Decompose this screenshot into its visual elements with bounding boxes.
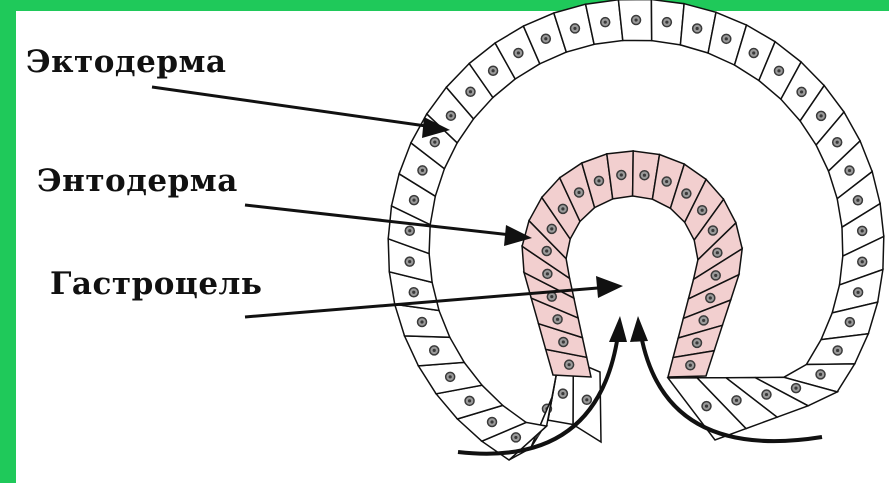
ectoderm-nucleolus: [848, 169, 851, 172]
ectoderm-nucleolus: [819, 373, 822, 376]
endoderm-label: Энтодерма: [37, 163, 238, 199]
ectoderm-nucleolus: [468, 399, 471, 402]
gastrocoel-arrowhead: [596, 276, 623, 298]
ectoderm-nucleolus: [433, 349, 436, 352]
ectoderm-nucleolus: [514, 436, 517, 439]
ectoderm-nucleolus: [861, 260, 864, 263]
ectoderm-nucleolus: [544, 37, 547, 40]
endoderm-nucleolus: [714, 274, 717, 277]
ectoderm-nucleolus: [433, 140, 436, 143]
ectoderm-nucleolus: [848, 320, 851, 323]
ectoderm-nucleolus: [449, 375, 452, 378]
ectoderm-nucleolus: [794, 387, 797, 390]
ectoderm-nucleolus: [408, 260, 411, 263]
ectoderm-nucleolus: [573, 27, 576, 30]
ectoderm-nucleolus: [412, 291, 415, 294]
ectoderm-nucleolus: [725, 37, 728, 40]
ectoderm-nucleolus: [735, 399, 738, 402]
ectoderm-nucleolus: [856, 291, 859, 294]
ectoderm-nucleolus: [856, 199, 859, 202]
endoderm-nucleolus: [577, 191, 580, 194]
gastrocoel-label: Гастроцель: [50, 266, 262, 302]
ectoderm-nucleolus: [861, 229, 864, 232]
endoderm-nucleolus: [695, 341, 698, 344]
ectoderm-label: Эктодерма: [26, 44, 227, 80]
endoderm-nucleolus: [545, 249, 548, 252]
endoderm-nucleolus: [568, 363, 571, 366]
endoderm-nucleolus: [620, 173, 623, 176]
ectoderm-nucleolus: [561, 392, 564, 395]
ectoderm-nucleolus: [836, 141, 839, 144]
ectoderm-nucleolus: [585, 398, 588, 401]
ectoderm-nucleolus: [420, 320, 423, 323]
endoderm-nucleolus: [702, 319, 705, 322]
ectoderm-nucleolus: [777, 69, 780, 72]
left-invagination-arrowhead: [609, 316, 627, 342]
endoderm-nucleolus: [556, 318, 559, 321]
ectoderm-nucleolus: [752, 51, 755, 54]
endoderm-nucleolus: [665, 180, 668, 183]
ectoderm-nucleolus: [696, 27, 699, 30]
endoderm-nucleolus: [716, 251, 719, 254]
endoderm-pointer-arrow: [245, 205, 520, 236]
endoderm-nucleolus: [562, 340, 565, 343]
ectoderm-nucleolus: [490, 420, 493, 423]
ectoderm-nucleolus: [421, 169, 424, 172]
ectoderm-nucleolus: [517, 51, 520, 54]
endoderm-nucleolus: [689, 364, 692, 367]
endoderm-nucleolus: [685, 192, 688, 195]
ectoderm-pointer-arrow: [152, 87, 440, 128]
endoderm-nucleolus: [643, 174, 646, 177]
endoderm-nucleolus: [701, 209, 704, 212]
ectoderm-nucleolus: [408, 229, 411, 232]
ectoderm-nucleolus: [705, 405, 708, 408]
ectoderm-nucleolus: [836, 349, 839, 352]
ectoderm-nucleolus: [634, 18, 637, 21]
ectoderm-nucleolus: [491, 69, 494, 72]
endoderm-nucleolus: [550, 227, 553, 230]
ectoderm-nucleolus: [604, 21, 607, 24]
ectoderm-nucleolus: [800, 90, 803, 93]
ectoderm-nucleolus: [765, 393, 768, 396]
endoderm-nucleolus: [561, 207, 564, 210]
endoderm-nucleolus: [711, 229, 714, 232]
ectoderm-nucleolus: [412, 199, 415, 202]
endoderm-nucleolus: [546, 272, 549, 275]
ectoderm-nucleolus: [449, 114, 452, 117]
endoderm-nucleolus: [597, 179, 600, 182]
endoderm-nucleolus: [709, 296, 712, 299]
ectoderm-nucleolus: [820, 114, 823, 117]
ectoderm-nucleolus: [665, 21, 668, 24]
right-invagination-arrowhead: [630, 316, 648, 342]
endoderm-nucleolus: [550, 295, 553, 298]
ectoderm-nucleolus: [469, 90, 472, 93]
